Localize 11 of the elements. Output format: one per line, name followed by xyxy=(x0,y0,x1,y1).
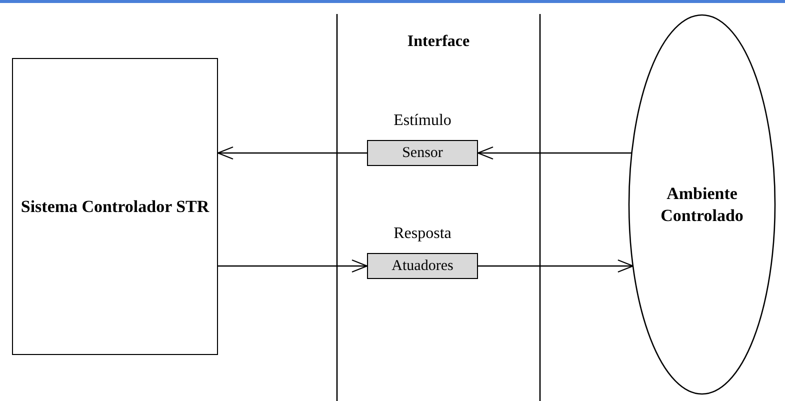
environment-ellipse: Ambiente Controlado xyxy=(628,14,776,395)
signal-label: Estímulo xyxy=(392,112,452,130)
sensor-box: Sensor xyxy=(367,140,478,166)
controller-box: Sistema Controlador STR xyxy=(12,58,218,355)
actuator-box: Atuadores xyxy=(367,253,478,279)
zone-heading: Interface xyxy=(406,33,471,51)
arrow xyxy=(217,146,367,160)
signal-label: Resposta xyxy=(392,225,452,243)
arrow xyxy=(477,146,632,160)
arrow xyxy=(478,259,634,273)
arrow xyxy=(218,259,368,273)
